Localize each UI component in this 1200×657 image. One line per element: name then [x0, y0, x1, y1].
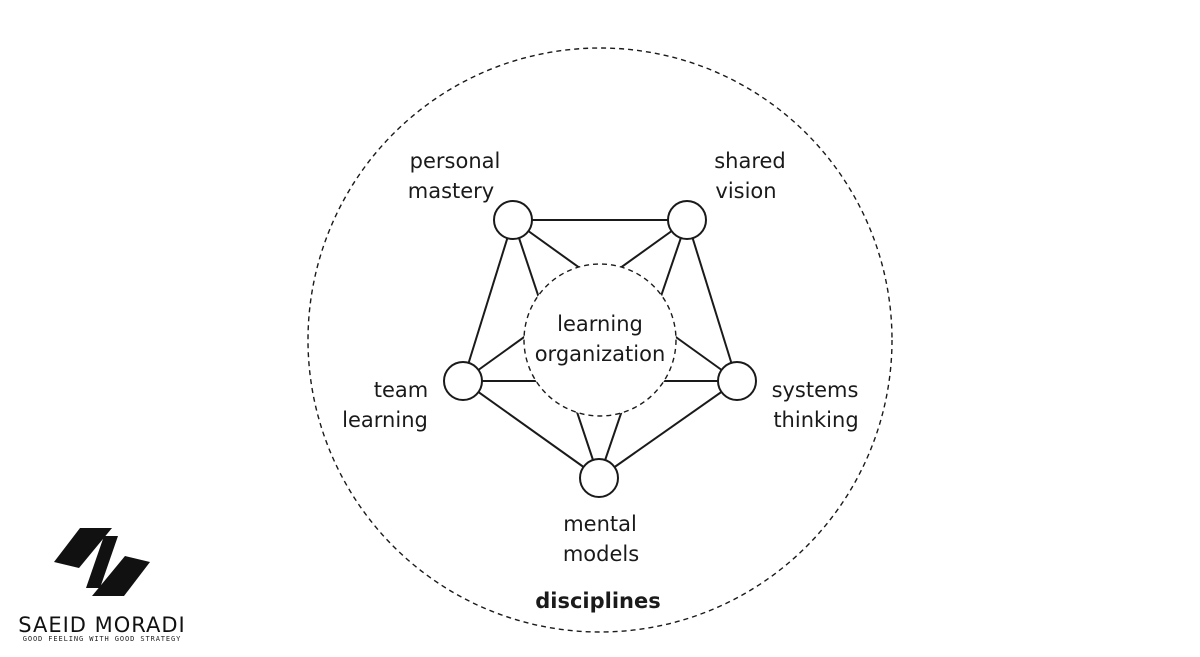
node-systems-thinking: [717, 361, 757, 401]
logo-lower-stroke: [92, 556, 150, 596]
brand-tagline: GOOD FEELING WITH GOOD STRATEGY: [23, 635, 182, 643]
center-label-line-2: organization: [535, 342, 666, 366]
center-circle: [523, 263, 677, 417]
label-systems-thinking-line-1: systems: [772, 378, 859, 402]
node-mental-models: [579, 458, 619, 498]
edge-group: [462, 219, 738, 479]
node-team-learning: [443, 361, 483, 401]
sm-monogram-icon: [54, 528, 150, 596]
disciplines-label: disciplines: [535, 589, 661, 613]
logo-diagonal-stroke: [86, 536, 118, 588]
node-shared-vision: [667, 200, 707, 240]
edge-systems-thinking-mental-models: [598, 380, 738, 479]
label-systems-thinking-line-2: thinking: [773, 408, 858, 432]
label-mental-models-line-2: models: [563, 542, 639, 566]
edge-shared-vision-systems-thinking: [686, 219, 738, 382]
edge-personal-mastery-team-learning: [462, 219, 514, 382]
label-personal-mastery-line-2: mastery: [408, 179, 494, 203]
node-personal-mastery: [493, 200, 533, 240]
logo-upper-stroke: [54, 528, 112, 568]
label-personal-mastery-line-1: personal: [410, 149, 501, 173]
edge-mental-models-team-learning: [462, 380, 600, 479]
node-group: [443, 200, 757, 498]
outer-disciplines-boundary: [307, 47, 893, 633]
center-label-line-1: learning: [557, 312, 643, 336]
label-team-learning-line-1: team: [374, 378, 428, 402]
label-mental-models-line-1: mental: [563, 512, 637, 536]
label-shared-vision-line-1: shared: [714, 149, 786, 173]
brand-name: SAEID MORADI: [18, 613, 186, 637]
label-shared-vision-line-2: vision: [715, 179, 776, 203]
label-team-learning-line-2: learning: [342, 408, 428, 432]
